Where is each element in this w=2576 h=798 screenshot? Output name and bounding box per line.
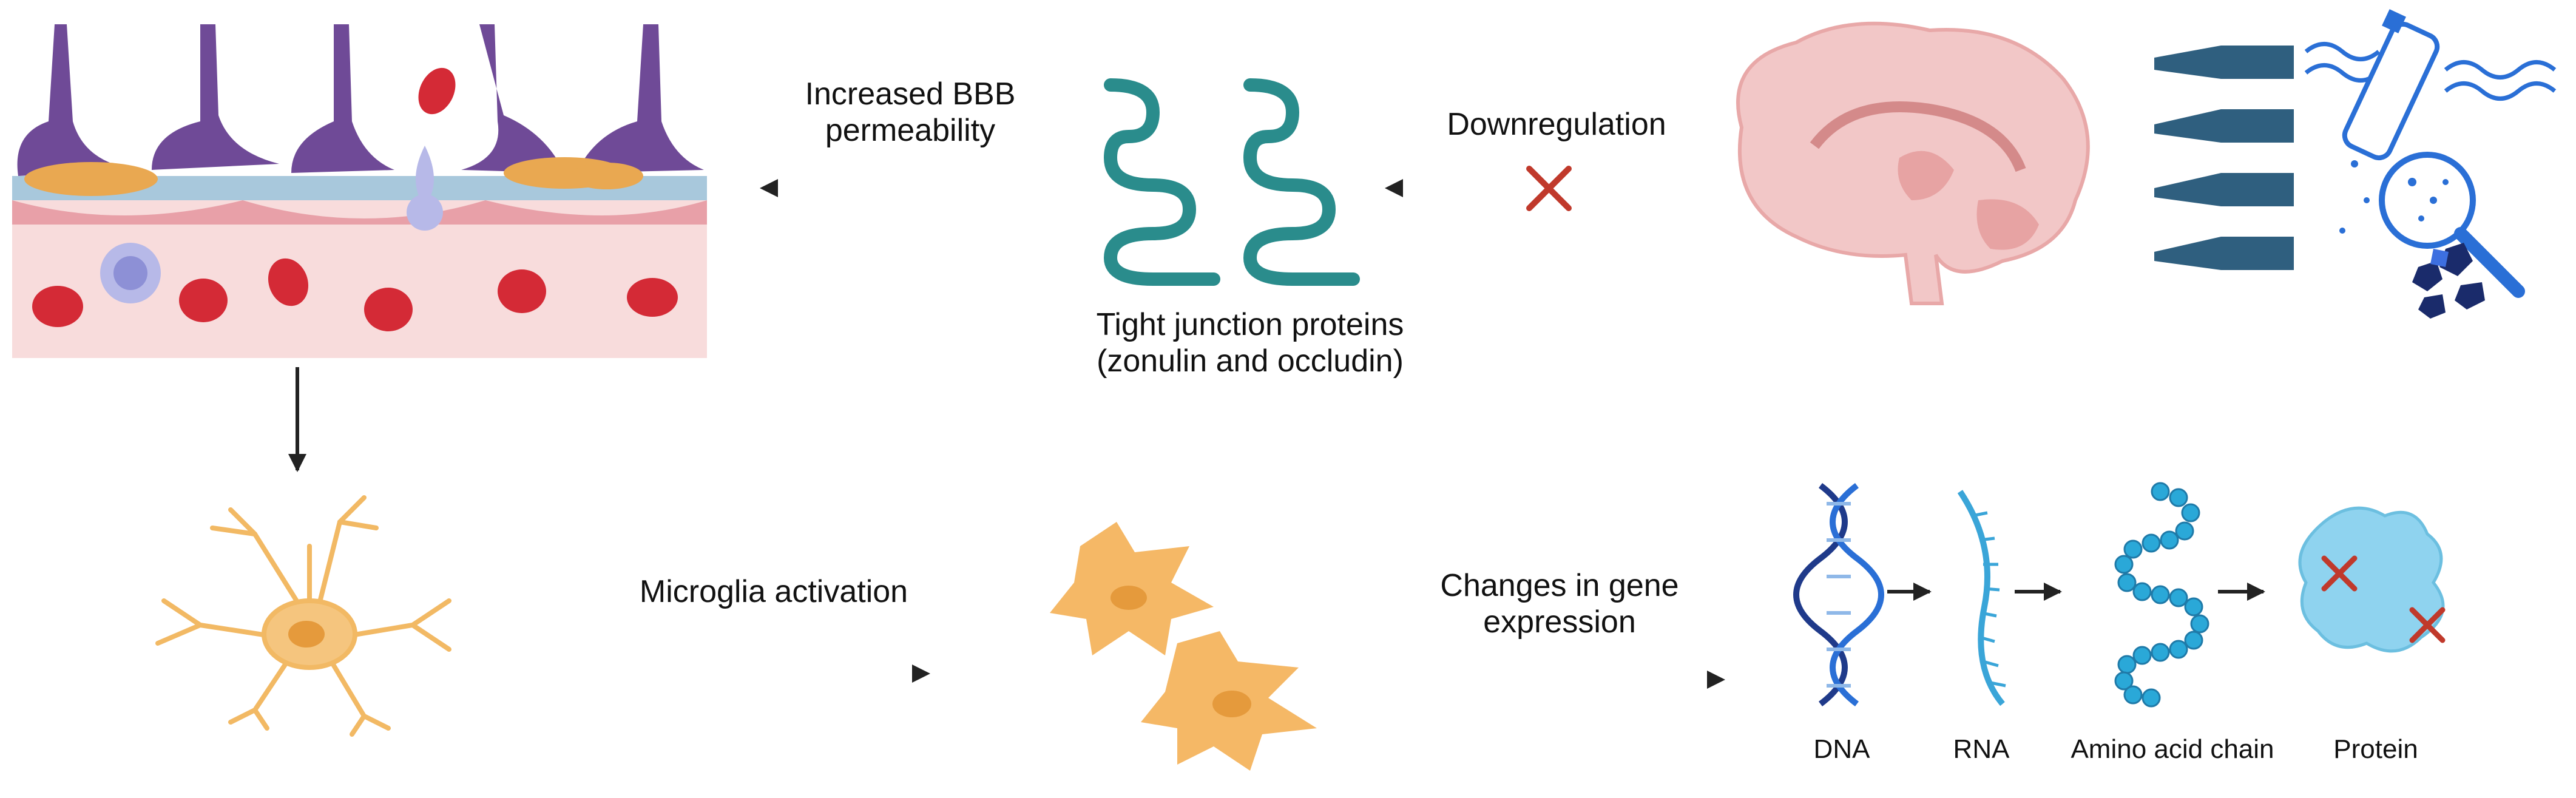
amino-acid-chain-label: Amino acid chain bbox=[2071, 734, 2274, 764]
damaged-protein-icon bbox=[2298, 506, 2446, 653]
amino-acid-chain-icon bbox=[2114, 482, 2209, 708]
downregulation-label: Downregulation bbox=[1447, 107, 1666, 142]
gene-expression-label: Changes in gene expression bbox=[1440, 568, 1679, 640]
inhibition-cross-icon bbox=[1526, 166, 1572, 211]
microglia-activation-label: Microglia activation bbox=[639, 574, 908, 609]
protein-label: Protein bbox=[2333, 734, 2418, 764]
blood-brain-barrier-illustration bbox=[12, 24, 707, 358]
increased-bbb-label: Increased BBB permeability bbox=[805, 76, 1016, 148]
rna-label: RNA bbox=[1953, 734, 2010, 764]
resting-microglia-icon bbox=[155, 495, 451, 737]
activated-microglia-icon bbox=[1050, 522, 1317, 771]
tight-junction-label: Tight junction proteins (zonulin and occ… bbox=[1096, 307, 1404, 379]
microplastic-source-icon bbox=[2154, 9, 2557, 319]
rna-icon bbox=[1957, 490, 2006, 706]
tight-junction-protein-icon bbox=[1103, 78, 1360, 286]
dna-icon bbox=[1793, 483, 1884, 706]
dna-label: DNA bbox=[1813, 734, 1870, 764]
brain-icon bbox=[1736, 21, 2090, 305]
